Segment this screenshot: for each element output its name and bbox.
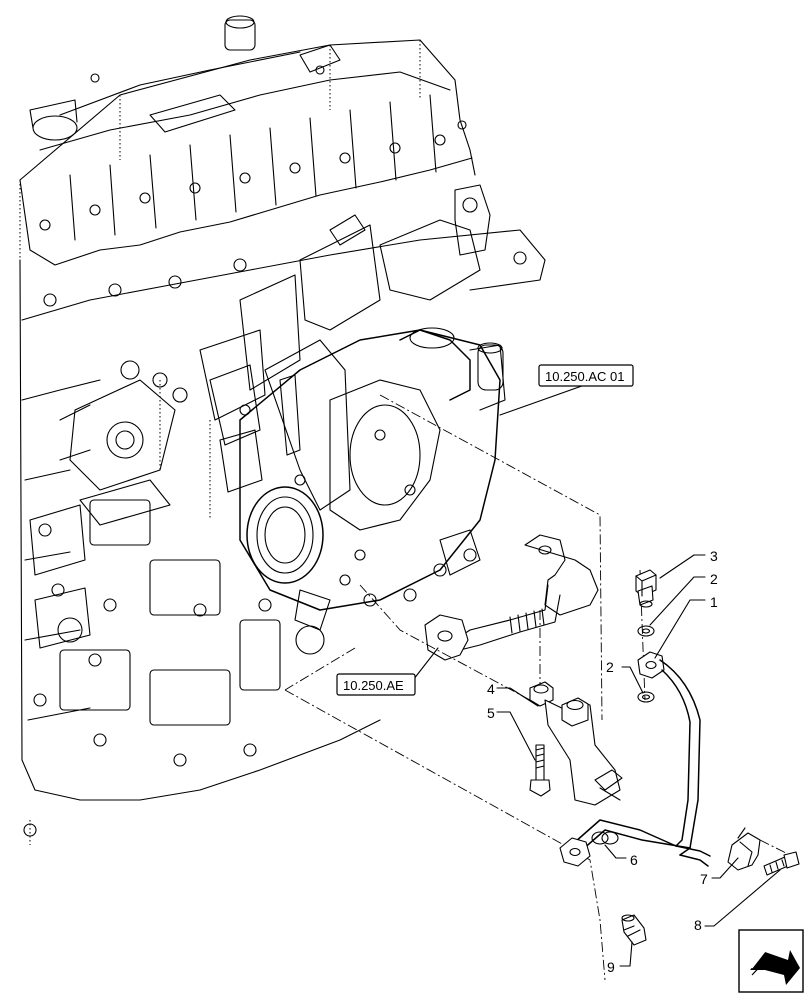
part-9-fitting xyxy=(621,914,647,946)
callout-6: 6 xyxy=(630,852,638,868)
part-5-bolt xyxy=(529,744,551,797)
callout-3: 3 xyxy=(710,548,718,564)
callout-7: 7 xyxy=(700,871,708,887)
callout-5: 5 xyxy=(487,705,495,721)
callout-1: 1 xyxy=(710,594,718,610)
callout-4: 4 xyxy=(487,681,495,697)
callout-9: 9 xyxy=(607,959,615,975)
part-4-bracket xyxy=(529,681,623,806)
callout-8: 8 xyxy=(694,917,702,933)
part-2-washer-lower xyxy=(637,691,655,703)
ref-label-top: 10.250.AC 01 xyxy=(545,369,625,384)
oil-drain-pipe xyxy=(424,534,599,661)
callout-2-upper: 2 xyxy=(710,571,718,587)
ref-label-left: 10.250.AE xyxy=(343,678,404,693)
engine-block xyxy=(19,15,477,845)
callout-2-lower: 2 xyxy=(606,659,614,675)
next-page-arrow-icon[interactable] xyxy=(738,929,804,993)
ref-box-top: 10.250.AC 01 xyxy=(538,364,634,387)
ref-box-left: 10.250.AE xyxy=(336,673,416,696)
part-3-banjo-bolt xyxy=(635,569,657,608)
exhaust-manifold xyxy=(59,184,546,526)
part-1-oil-feed-pipe xyxy=(559,651,711,867)
part-8-bolt xyxy=(763,851,800,876)
turbocharger xyxy=(209,327,506,631)
callout-numbers: 3 2 1 2 4 5 6 7 8 9 xyxy=(487,548,718,975)
part-2-washer-upper xyxy=(637,625,655,637)
part-6-clip xyxy=(591,831,619,845)
callout-leaders xyxy=(395,375,781,967)
